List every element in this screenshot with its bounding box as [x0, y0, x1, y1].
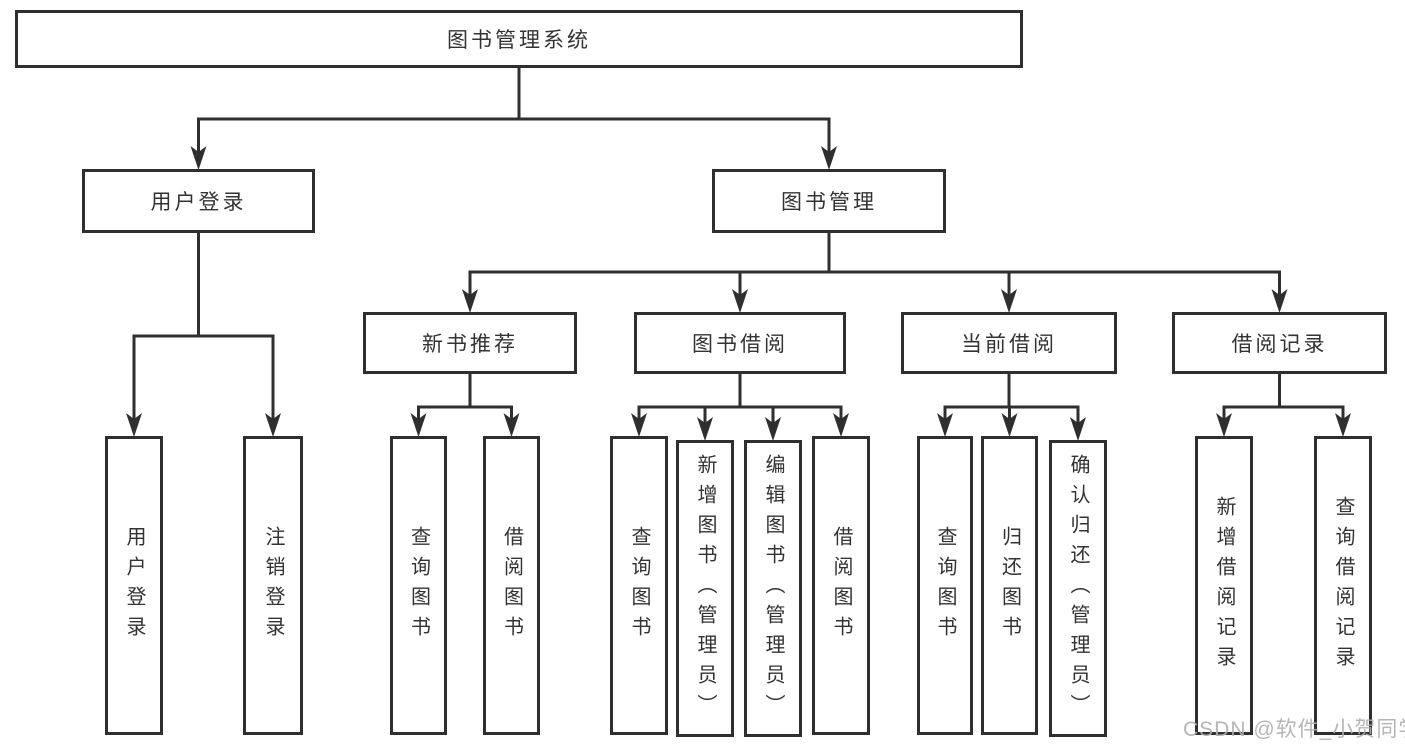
- node-newrec: 新书推荐: [363, 312, 577, 374]
- node-q3: 查询图书: [917, 436, 973, 735]
- node-label: 用户登录: [123, 525, 145, 646]
- node-label: 归还图书: [998, 525, 1021, 646]
- node-label: 确认归还（管理员）: [1067, 453, 1089, 724]
- node-b2: 借阅图书: [812, 436, 870, 735]
- node-label: 查询图书: [628, 525, 650, 646]
- node-label: 查询图书: [934, 525, 956, 646]
- node-q2: 查询图书: [610, 436, 668, 735]
- node-borrow: 图书借阅: [634, 312, 846, 374]
- node-addrec: 新增借阅记录: [1195, 436, 1253, 735]
- node-label: 新书推荐: [422, 333, 518, 356]
- node-logout: 注销登录: [243, 436, 303, 735]
- node-label: 图书借阅: [692, 333, 788, 356]
- node-label: 图书管理系统: [447, 29, 591, 52]
- node-edit2: 编辑图书（管理员）: [744, 440, 802, 737]
- node-label: 查询图书: [407, 525, 430, 646]
- node-login: 用户登录: [82, 169, 315, 233]
- node-label: 借阅图书: [830, 525, 852, 646]
- node-current: 当前借阅: [901, 312, 1117, 374]
- node-b1: 借阅图书: [483, 436, 540, 735]
- node-label: 借阅记录: [1231, 333, 1328, 356]
- node-add2: 新增图书（管理员）: [676, 440, 734, 737]
- node-qrec: 查询借阅记录: [1314, 436, 1372, 735]
- node-label: 当前借阅: [961, 333, 1057, 356]
- node-label: 新增图书（管理员）: [694, 453, 716, 724]
- node-userlogin: 用户登录: [105, 436, 163, 735]
- node-ret3: 归还图书: [981, 436, 1038, 735]
- node-root: 图书管理系统: [15, 10, 1023, 68]
- node-q1: 查询图书: [390, 436, 447, 735]
- node-label: 编辑图书（管理员）: [762, 453, 784, 724]
- node-label: 注销登录: [262, 525, 284, 646]
- node-record: 借阅记录: [1172, 312, 1387, 374]
- node-label: 查询借阅记录: [1332, 495, 1354, 676]
- node-label: 借阅图书: [500, 525, 523, 646]
- watermark-text: CSDN @软件_小贺同学: [1183, 718, 1405, 741]
- node-label: 用户登录: [150, 191, 247, 214]
- node-label: 新增借阅记录: [1213, 495, 1235, 676]
- node-label: 图书管理: [781, 191, 877, 214]
- node-bookmgmt: 图书管理: [712, 169, 946, 233]
- node-conf3: 确认归还（管理员）: [1049, 440, 1107, 737]
